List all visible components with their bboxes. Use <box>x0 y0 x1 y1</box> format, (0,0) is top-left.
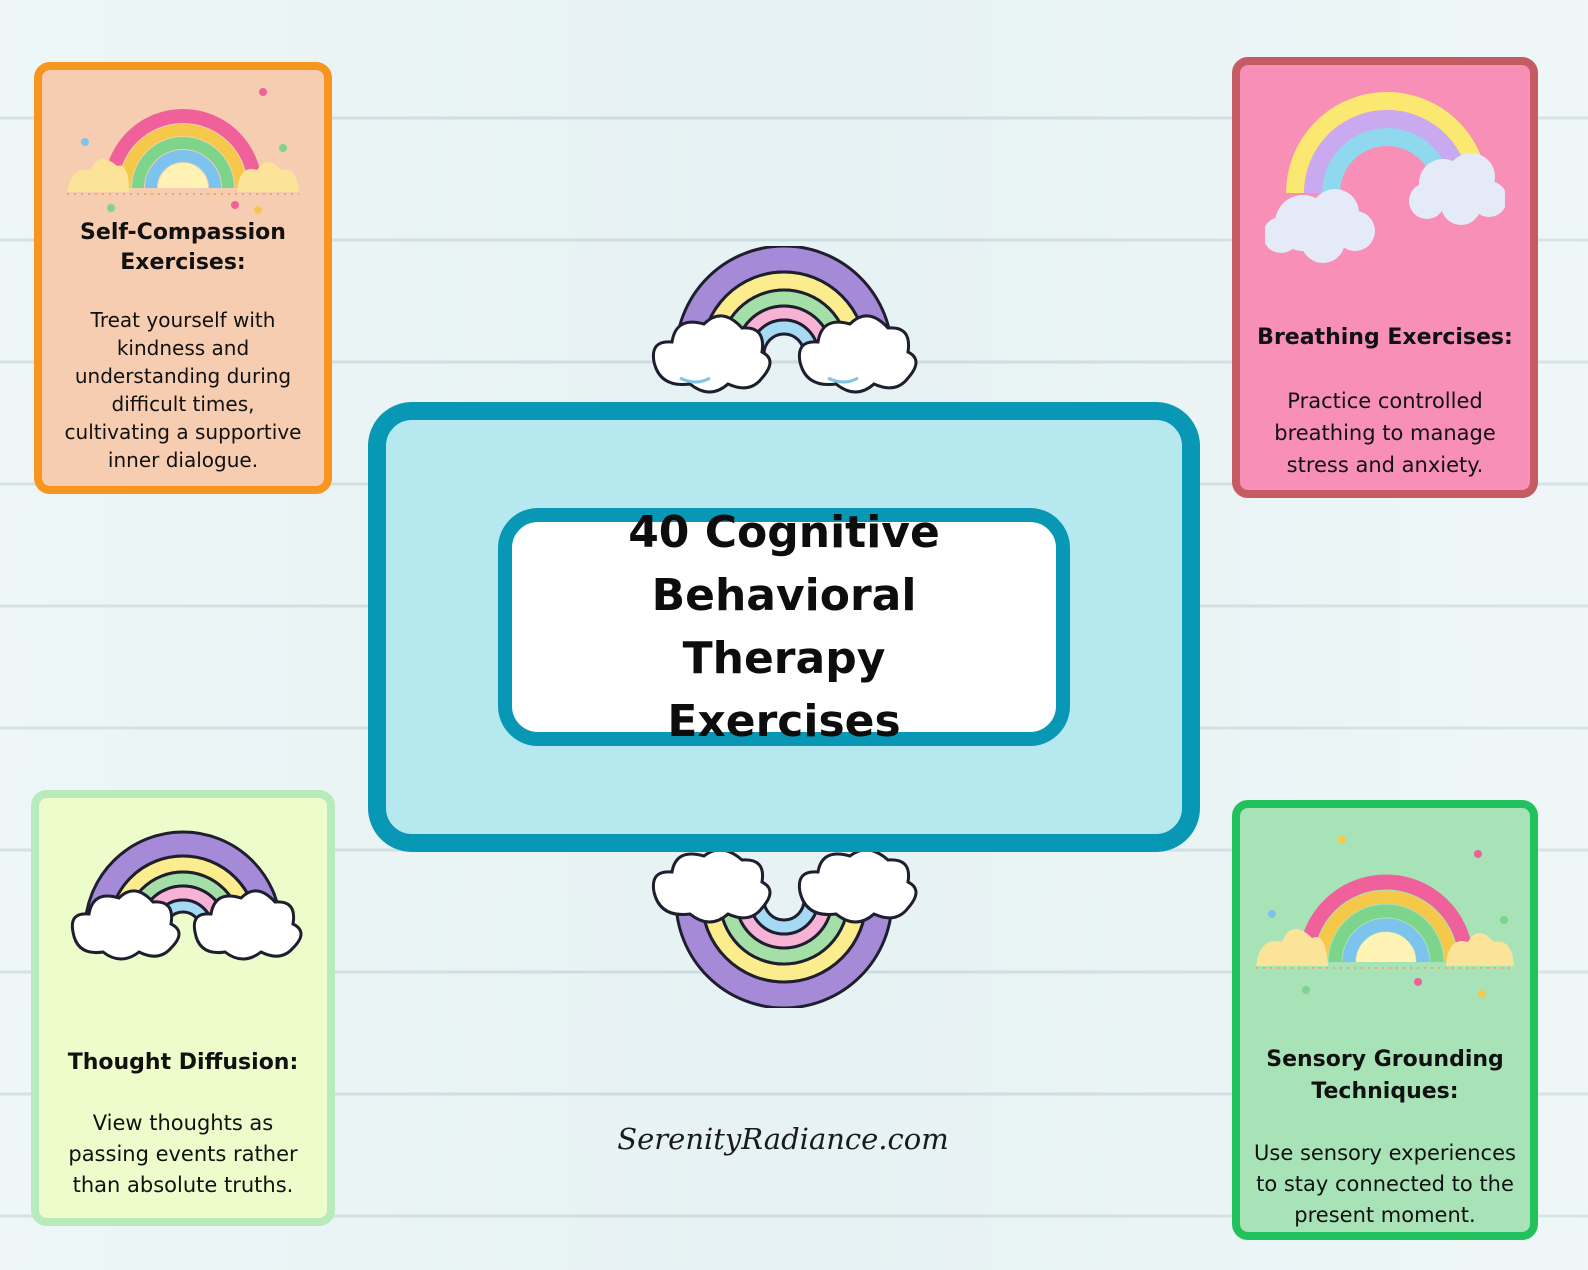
breathing-exercises-card: Breathing Exercises: Practice controlled… <box>1232 57 1538 498</box>
outlined-rainbow-cloud-icon <box>651 246 918 394</box>
thought-diffusion-text-line: View thoughts as <box>92 1111 274 1135</box>
breathing-text-line: stress and anxiety. <box>1286 453 1484 477</box>
outlined-rainbow-cloud-icon <box>651 852 918 1008</box>
sensory-grounding-text-line: Use sensory experiences <box>1254 1141 1516 1165</box>
thought-diffusion-text-line: passing events rather <box>68 1142 298 1166</box>
outlined-rainbow-cloud-icon <box>70 830 303 961</box>
title-line3: Exercises <box>667 696 901 747</box>
self-compassion-text-line: kindness and <box>116 336 250 360</box>
title-box: 40 Cognitive Behavioral Therapy Exercise… <box>498 507 1070 747</box>
title-line2: Behavioral Therapy <box>651 570 917 684</box>
thought-diffusion-title: Thought Diffusion: <box>67 1050 299 1075</box>
pastel-rainbow-cloud-icon <box>1265 92 1505 263</box>
sensory-grounding-card: Sensory Grounding Techniques: Use sensor… <box>1232 800 1538 1240</box>
self-compassion-text-line: inner dialogue. <box>107 448 259 472</box>
breathing-text-line: breathing to manage <box>1274 421 1496 445</box>
self-compassion-title-line2: Exercises: <box>120 250 246 275</box>
breathing-title: Breathing Exercises: <box>1257 325 1513 350</box>
self-compassion-text-line: Treat yourself with <box>90 308 276 332</box>
self-compassion-text-line: difficult times, <box>111 392 255 416</box>
sensory-grounding-text-line: to stay connected to the <box>1256 1172 1514 1196</box>
boho-rainbow-icon <box>67 88 299 214</box>
thought-diffusion-text-line: than absolute truths. <box>72 1173 294 1197</box>
thought-diffusion-card: Thought Diffusion: View thoughts as pass… <box>31 790 335 1226</box>
boho-rainbow-icon <box>1256 836 1514 998</box>
self-compassion-card: Self-Compassion Exercises: Treat yoursel… <box>34 62 332 494</box>
sensory-grounding-title-line1: Sensory Grounding <box>1266 1047 1504 1072</box>
page-title: 40 Cognitive Behavioral Therapy Exercise… <box>544 501 1024 753</box>
breathing-text-line: Practice controlled <box>1287 389 1483 413</box>
self-compassion-title-line1: Self-Compassion <box>80 220 286 245</box>
website-credit: SerenityRadiance.com <box>617 1122 949 1156</box>
sensory-grounding-title-line2: Techniques: <box>1311 1079 1459 1104</box>
title-line1: 40 Cognitive <box>628 507 940 558</box>
self-compassion-text-line: understanding during <box>74 364 292 388</box>
self-compassion-text-line: cultivating a supportive <box>64 420 302 444</box>
sensory-grounding-text-line: present moment. <box>1294 1203 1476 1227</box>
